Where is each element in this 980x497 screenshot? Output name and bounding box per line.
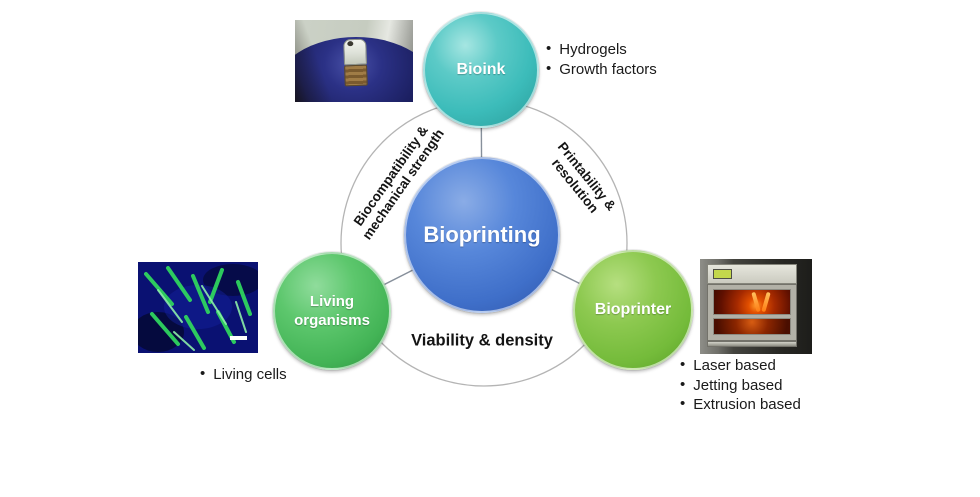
bioprinter-bullet-item: Laser based <box>680 356 801 376</box>
edge-label-viability: Viability & density <box>411 331 553 350</box>
bioprinter-bullet-item: Extrusion based <box>680 395 801 415</box>
scale-bar <box>230 336 247 340</box>
bioink-node: Bioink <box>423 12 539 128</box>
living-cells-micrograph-photo <box>138 262 258 353</box>
hydrogel-vial-graphic <box>343 38 368 89</box>
printer-window-upper <box>713 289 791 315</box>
bioink-node-label: Bioink <box>456 61 506 78</box>
bioprinter-node: Bioprinter <box>573 250 693 370</box>
living-organisms-node-label: Living organisms <box>294 293 370 329</box>
bioink-vial-photo <box>295 20 413 102</box>
living-organisms-node: Living organisms <box>273 252 391 370</box>
living-bullet-list: Living cells <box>200 365 286 385</box>
bioprinter-node-label: Bioprinter <box>594 301 672 318</box>
bioink-bullet-item: Hydrogels <box>546 40 657 60</box>
printer-display <box>713 269 732 279</box>
bioprinter-bullet-list: Laser based Jetting based Extrusion base… <box>680 356 801 415</box>
bioink-bullet-list: Hydrogels Growth factors <box>546 40 657 79</box>
bioprinting-center-node: Bioprinting <box>404 157 560 313</box>
cell-streaks-graphic <box>138 262 258 353</box>
living-bullet-item: Living cells <box>200 365 286 385</box>
bioprinter-machine-graphic <box>707 264 797 349</box>
printer-window-lower <box>713 318 791 335</box>
bioink-bullet-item: Growth factors <box>546 60 657 80</box>
bioprinting-center-label: Bioprinting <box>423 222 541 247</box>
bioprinter-bullet-item: Jetting based <box>680 376 801 396</box>
bioprinter-machine-photo <box>700 259 812 354</box>
